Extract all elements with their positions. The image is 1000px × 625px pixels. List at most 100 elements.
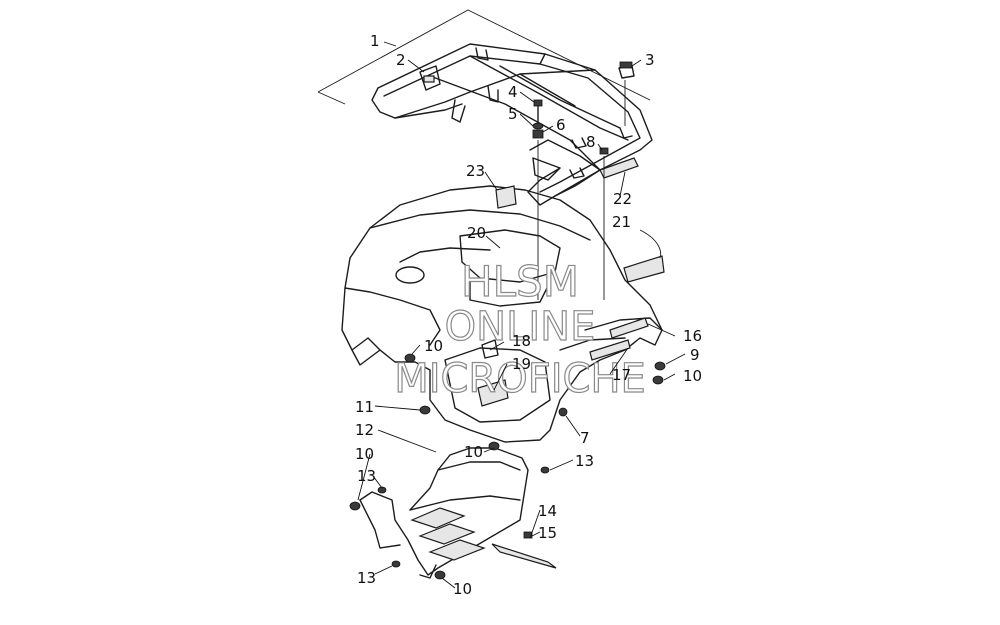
callout-9: 9 <box>690 346 700 364</box>
callout-14: 14 <box>538 502 557 520</box>
callout-labels: 1 2 3 4 5 6 8 23 22 21 20 16 9 10 10 18 … <box>355 32 702 598</box>
washer-part-10-d <box>434 570 446 580</box>
bolt-part-8 <box>599 147 609 155</box>
tread-rib-1 <box>410 507 466 529</box>
footwell-side-panel <box>359 499 401 549</box>
rack-hardware <box>532 80 626 300</box>
footwell <box>349 441 557 580</box>
rack-side-rail <box>394 103 463 119</box>
rack-rear-loop-inner <box>532 157 561 181</box>
watermark-line-3: MICROFICHE <box>394 356 646 402</box>
fender-center-panel <box>444 347 551 423</box>
decal-part-23 <box>495 185 517 209</box>
watermark: HLSM ONLINE MICROFICHE <box>394 256 647 402</box>
watermark-line-2: ONLINE <box>445 304 596 350</box>
callout-12: 12 <box>355 421 374 439</box>
rack-foot-3 <box>475 47 489 61</box>
rack-foot-5 <box>571 137 587 149</box>
fender-wheelwell-left <box>344 287 441 346</box>
callout-1: 1 <box>370 32 380 50</box>
fender-ridge-2 <box>399 247 491 263</box>
decal-part-21 <box>623 255 665 283</box>
grommet-part-11 <box>419 405 431 415</box>
rack-rear-loop <box>529 139 601 197</box>
callout-11: 11 <box>355 398 374 416</box>
rack-front-rail <box>371 69 596 119</box>
footwell-step <box>409 495 521 511</box>
callout-6: 6 <box>556 116 566 134</box>
rack-inner-rail <box>383 55 641 193</box>
rack-clip-pad <box>423 75 435 83</box>
screw-part-13-a <box>377 486 387 494</box>
rack-foot-1 <box>451 99 466 123</box>
callout-10-fender: 10 <box>424 337 443 355</box>
callout-3: 3 <box>645 51 655 69</box>
rear-rack <box>317 9 653 206</box>
reflector-part-17 <box>589 339 631 361</box>
rack-bracket-tail <box>317 91 346 105</box>
callout-18: 18 <box>512 332 531 350</box>
callout-13-right: 13 <box>575 452 594 470</box>
callout-15: 15 <box>538 524 557 542</box>
tread-rib-2 <box>418 523 476 545</box>
rack-cross-4 <box>519 73 576 107</box>
callout-10-right: 10 <box>683 367 702 385</box>
washer-part-10-e <box>488 441 500 451</box>
nut-part-7 <box>558 407 568 417</box>
callout-16: 16 <box>683 327 702 345</box>
taillight-opening <box>395 266 425 284</box>
nut-part-6 <box>532 129 544 139</box>
leader-lines <box>357 41 686 589</box>
rack-cross-2 <box>469 55 629 141</box>
decal-part-16 <box>609 317 649 339</box>
callout-5: 5 <box>508 105 518 123</box>
callout-13-bottom: 13 <box>357 569 376 587</box>
callout-22: 22 <box>613 190 632 208</box>
washer-part-5 <box>532 122 544 130</box>
rack-clip-part-2 <box>419 65 441 91</box>
washer-part-10-b <box>652 375 664 385</box>
screw-part-15 <box>523 531 533 539</box>
rack-cross-5 <box>539 53 546 65</box>
screw-part-13-b <box>391 560 401 568</box>
rack-foot-6 <box>619 127 633 139</box>
rack-foot-2 <box>487 85 499 103</box>
fender-storage-lower <box>469 281 549 307</box>
fender-top-ridge <box>369 209 591 241</box>
callout-19: 19 <box>512 355 531 373</box>
rear-fender <box>341 185 666 443</box>
cap-top <box>619 61 633 69</box>
bracket-part-18 <box>481 339 499 359</box>
tread-rib-3 <box>428 539 486 561</box>
footwell-bottom-tab <box>419 564 437 579</box>
callout-4: 4 <box>508 83 518 101</box>
footwell-outline <box>359 447 529 576</box>
callout-17: 17 <box>612 366 631 384</box>
washer-part-10-a <box>404 353 416 363</box>
callout-21: 21 <box>612 213 631 231</box>
fender-storage-well <box>459 229 561 283</box>
callout-2: 2 <box>396 51 406 69</box>
footwell-top-lip <box>437 461 521 471</box>
nut-part-9 <box>654 361 666 371</box>
callout-13-left: 13 <box>357 467 376 485</box>
rack-cross-3 <box>499 65 621 129</box>
rack-decal-part-22 <box>599 157 639 179</box>
callout-7: 7 <box>580 429 590 447</box>
decal-21-leader-arc <box>639 229 661 259</box>
rack-foot-4 <box>569 167 585 179</box>
fender-outline <box>341 185 663 443</box>
fender-flare-right <box>584 317 663 331</box>
watermark-line-1: HLSM <box>461 257 579 306</box>
callout-8: 8 <box>586 133 596 151</box>
washer-part-10-c <box>349 501 361 511</box>
callout-10-bottom: 10 <box>453 580 472 598</box>
callout-10-footwell-left: 10 <box>355 445 374 463</box>
screw-part-13-c <box>540 466 550 474</box>
callout-23: 23 <box>466 162 485 180</box>
fender-mudflap-left <box>351 337 381 351</box>
callout-20: 20 <box>467 224 486 242</box>
bolt-head-part-4 <box>533 99 543 107</box>
